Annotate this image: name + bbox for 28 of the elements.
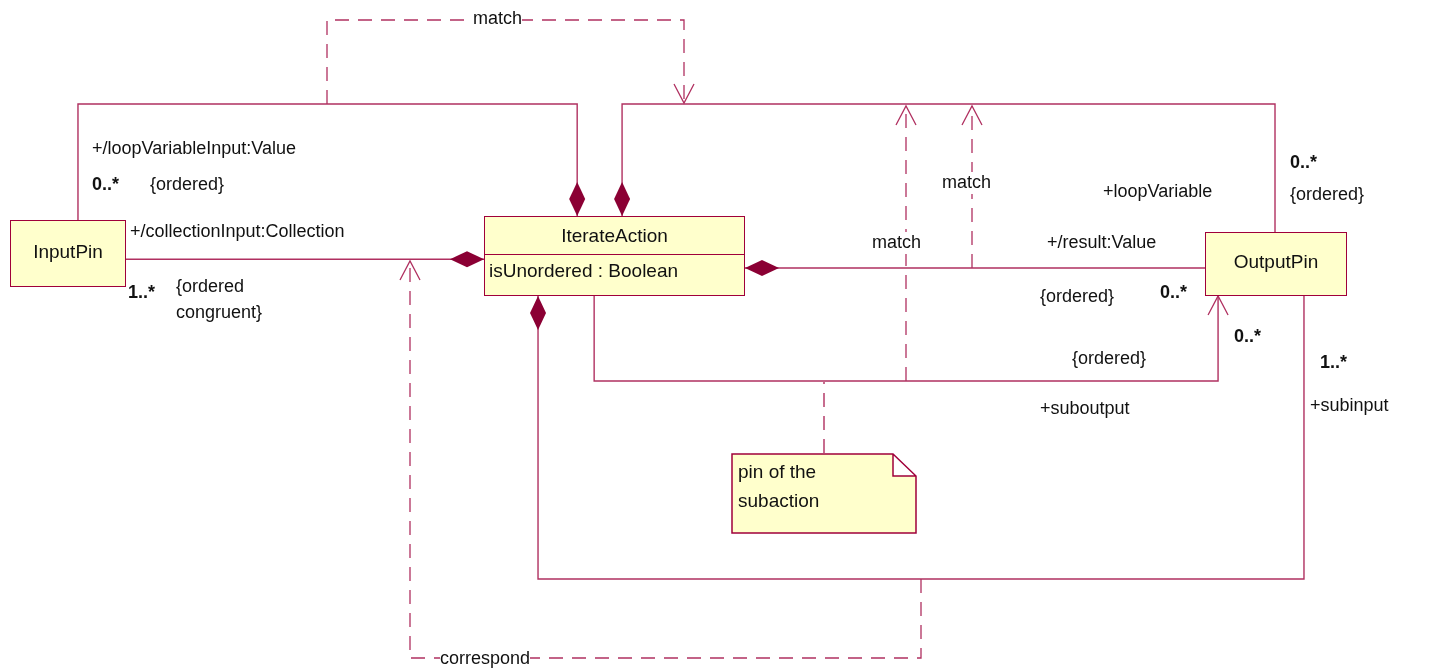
role-name: +/loopVariableInput:Value (92, 138, 296, 160)
constraint-text: {ordered} (1040, 286, 1115, 308)
class-name: InputPin (32, 240, 104, 264)
relation-label: correspond (440, 648, 531, 670)
class-name: IterateAction (560, 224, 669, 248)
role-name: +subinput (1310, 395, 1389, 417)
attribute-text: isUnordered : Boolean (485, 254, 744, 287)
composition-line (530, 295, 1305, 580)
role-name: +suboutput (1040, 398, 1130, 420)
constraint-text: {ordered} (1072, 348, 1147, 370)
role-name: +/collectionInput:Collection (130, 221, 345, 243)
composition-line (614, 103, 1276, 233)
composition-line (125, 251, 485, 268)
role-name: +loopVariable (1103, 181, 1213, 203)
note-anchor-line (823, 381, 825, 454)
association-arrow (593, 295, 1229, 382)
class-box (1205, 232, 1347, 296)
class-box (10, 220, 126, 287)
note-text: pin of the subaction (738, 460, 821, 513)
constraint-text: {ordered} (150, 174, 225, 196)
composition-line (744, 260, 1206, 276)
constraint-text: {ordered} (1290, 184, 1365, 206)
class-name: OutputPin (1232, 250, 1320, 274)
note-box (731, 453, 917, 534)
relation-label: match (942, 172, 992, 194)
class-box (484, 216, 745, 296)
composition-line (77, 103, 586, 221)
relation-label: match (872, 232, 922, 254)
